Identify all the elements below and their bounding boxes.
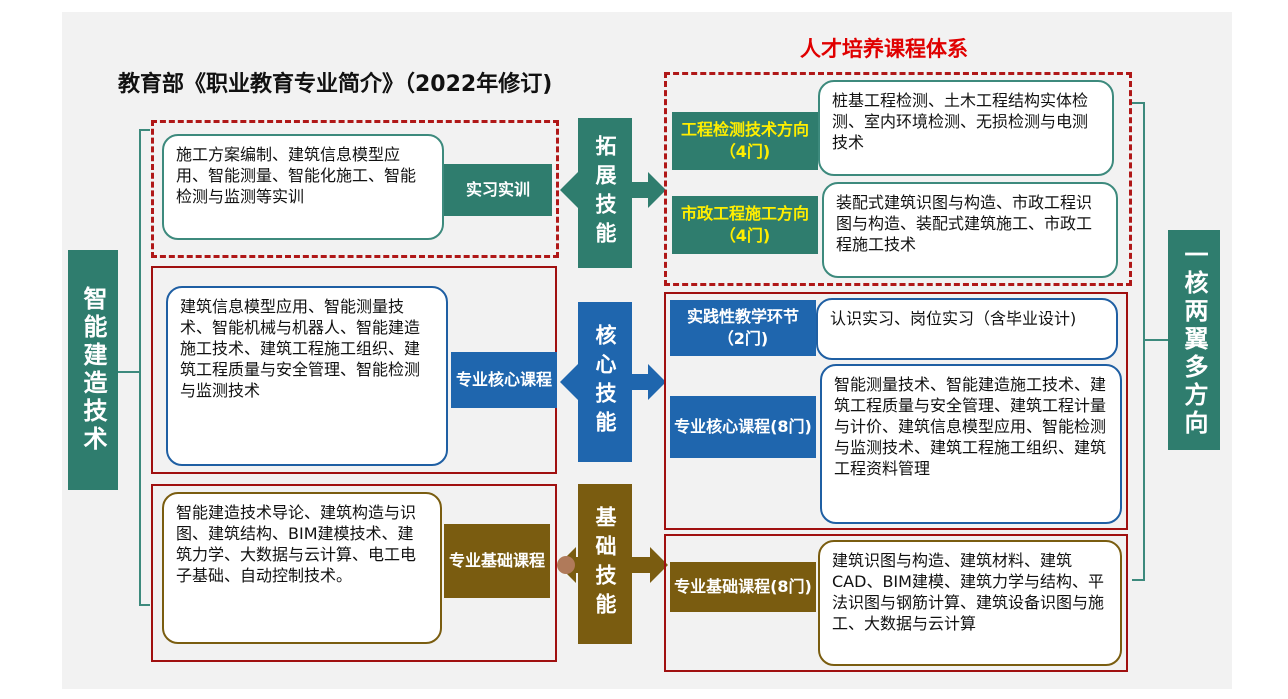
right-label-testing: 工程检测技术方向（4门) <box>672 112 818 170</box>
top-left-frame <box>151 120 559 258</box>
right-bottom-frame <box>664 534 1128 672</box>
right-text-basic: 建筑识图与构造、建筑材料、建筑CAD、BIM建模、建筑力学与结构、平法识图与钢筋… <box>818 540 1122 666</box>
left-bracket <box>139 129 150 606</box>
top-skill-label: 拓展技能 <box>578 118 632 268</box>
mid-skill-label: 核心技能 <box>578 302 632 462</box>
bottom-left-text-box: 智能建造技术导论、建筑构造与识图、建筑结构、BIM建模技术、建筑力学、大数据与云… <box>162 492 442 644</box>
right-label-basic: 专业基础课程(8门) <box>670 562 816 612</box>
bottom-left-frame <box>151 484 557 662</box>
main-title: 教育部《职业教育专业简介》（2022年修订) <box>118 72 553 97</box>
top-left-label: 实习实训 <box>444 164 552 216</box>
right-text-practice: 认识实习、岗位实习（含毕业设计) <box>816 298 1118 360</box>
mid-left-label: 专业核心课程 <box>451 352 557 408</box>
right-side-label: 一核两翼多方向 <box>1168 230 1220 450</box>
right-text-core: 智能测量技术、智能建造施工技术、建筑工程质量与安全管理、建筑工程计量与计价、建筑… <box>820 364 1122 524</box>
right-label-core: 专业核心课程(8门) <box>670 396 816 458</box>
right-label-municipal: 市政工程施工方向（4门) <box>672 196 818 254</box>
right-text-municipal: 装配式建筑识图与构造、市政工程识图与构造、装配式建筑施工、市政工程施工技术 <box>822 182 1118 278</box>
right-bracket <box>1132 102 1145 581</box>
right-top-frame <box>664 72 1132 286</box>
bottom-arrow-dot <box>557 556 575 574</box>
left-side-label: 智能建造技术 <box>68 250 118 490</box>
bottom-skill-label: 基础技能 <box>578 484 632 644</box>
bottom-left-label: 专业基础课程 <box>444 524 550 598</box>
right-title: 人才培养课程体系 <box>800 37 968 61</box>
mid-left-text-box: 建筑信息模型应用、智能测量技术、智能机械与机器人、智能建造施工技术、建筑工程施工… <box>166 286 448 466</box>
top-left-text-box: 施工方案编制、建筑信息模型应用、智能测量、智能化施工、智能检测与监测等实训 <box>162 134 444 240</box>
right-label-practice: 实践性教学环节（2门) <box>670 300 816 356</box>
right-text-testing: 桩基工程检测、土木工程结构实体检测、室内环境检测、无损检测与电测技术 <box>818 80 1114 176</box>
right-mid-frame <box>664 292 1128 530</box>
